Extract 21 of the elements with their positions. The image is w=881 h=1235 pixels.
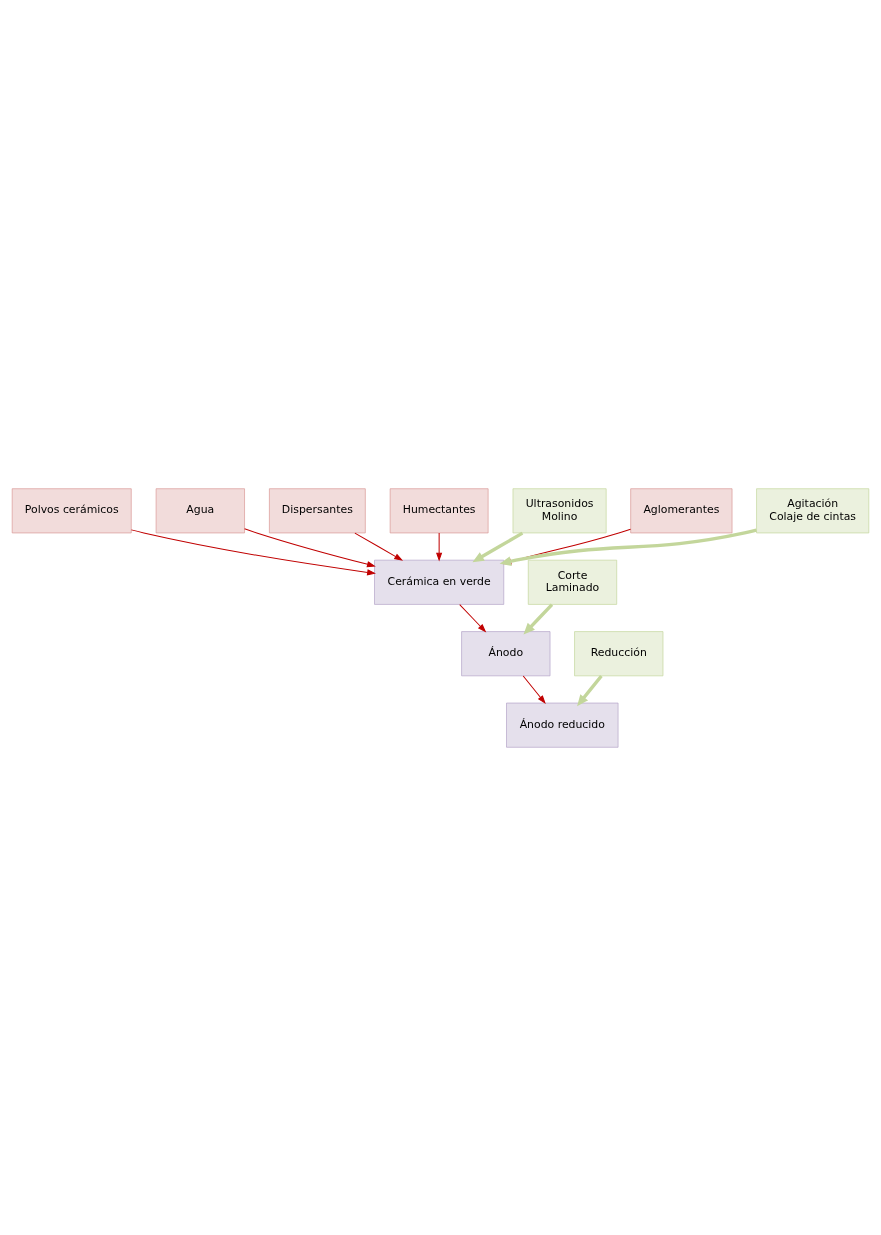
arrow	[472, 531, 524, 562]
node-box: Reducción	[574, 630, 664, 676]
arrow	[577, 674, 603, 706]
node-box: Dispersantes	[269, 487, 366, 533]
node-box: Cerámica en verde	[374, 559, 505, 605]
node-box: Ánodo	[461, 630, 551, 676]
arrow	[130, 528, 376, 575]
arrow	[459, 603, 487, 632]
node-box: Ánodo reducido	[506, 702, 619, 748]
node-box: Corte Laminado	[527, 559, 618, 605]
arrow	[522, 675, 546, 704]
node-box: Agua	[155, 487, 245, 533]
node-box: Agitación Colaje de cintas	[756, 487, 870, 533]
node-box: Aglomerantes	[630, 487, 733, 533]
arrow	[436, 532, 443, 561]
arrow	[523, 602, 554, 634]
node-box: Ultrasonidos Molino	[512, 487, 607, 533]
node-box: Polvos cerámicos	[11, 487, 132, 533]
arrow	[354, 532, 404, 561]
node-box: Humectantes	[389, 487, 489, 533]
arrow	[244, 527, 376, 567]
